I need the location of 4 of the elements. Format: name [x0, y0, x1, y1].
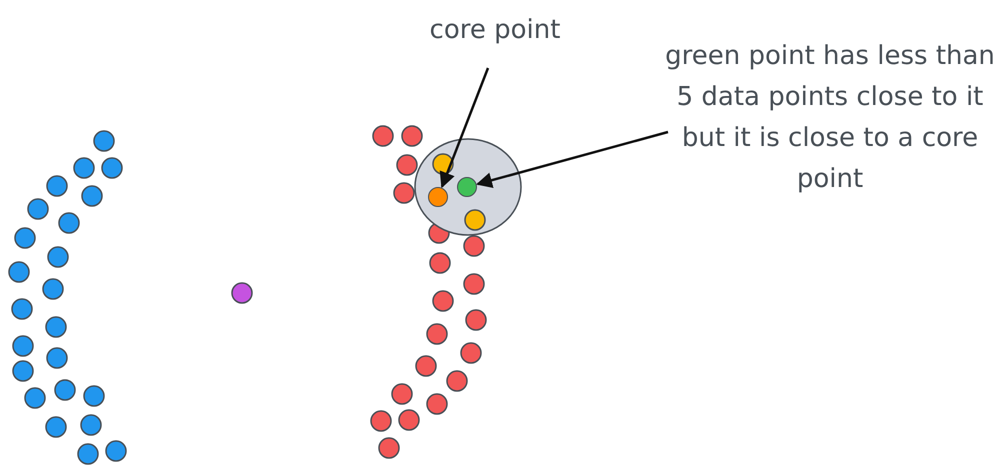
leader-arrow: [440, 68, 490, 188]
annotation-text: green point has less than 5 data points close to it but it is close to a core point: [665, 36, 995, 200]
annotation-text: core point: [400, 10, 590, 51]
leader-arrow: [476, 130, 668, 188]
